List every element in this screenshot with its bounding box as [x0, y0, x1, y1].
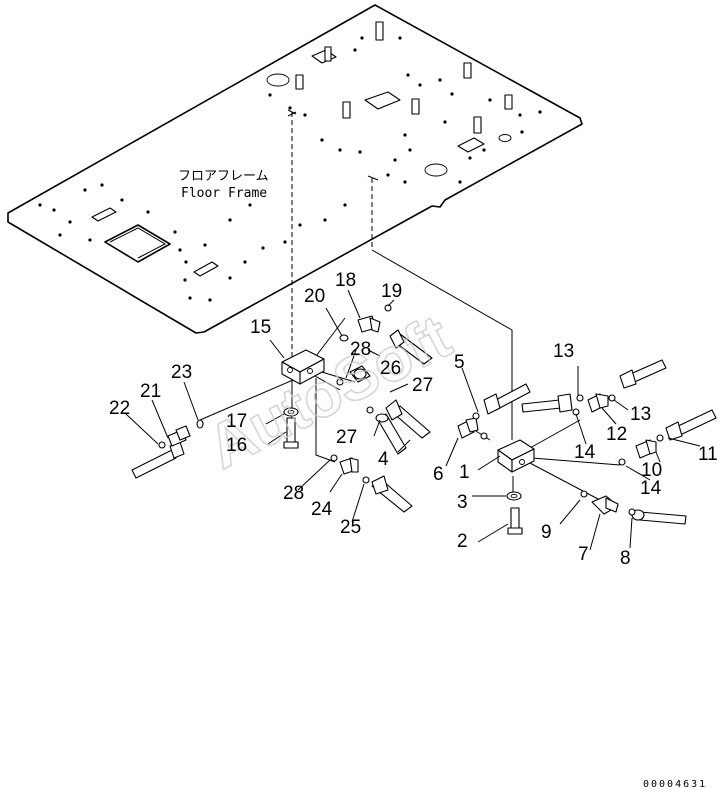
- adapter-12: [587, 393, 609, 413]
- callout-28-b: 28: [283, 483, 304, 504]
- mounting-dashed-lines: [287, 109, 379, 360]
- floor-frame-plate: フロアフレーム Floor Frame: [7, 4, 583, 334]
- callout-22: 22: [109, 398, 130, 419]
- callout-26: 26: [380, 358, 401, 379]
- drawing-code: 00004631: [643, 779, 707, 789]
- callout-13-b: 13: [630, 404, 651, 425]
- callout-2: 2: [457, 531, 468, 552]
- hose-top-center: [389, 329, 433, 365]
- callout-11: 11: [698, 444, 718, 465]
- hose-27: [385, 399, 431, 439]
- callout-10: 10: [641, 460, 662, 481]
- callout-23: 23: [171, 362, 192, 383]
- callout-27-a: 27: [412, 375, 433, 396]
- adapter-26: [349, 365, 371, 383]
- elbow-18: [357, 315, 381, 333]
- bolt-16: [283, 417, 299, 449]
- callout-3: 3: [457, 492, 468, 513]
- frame-label-jp: フロアフレーム: [178, 169, 269, 184]
- callout-13-a: 13: [553, 341, 574, 362]
- leader-lines: [125, 289, 701, 551]
- frame-posts: [295, 21, 513, 134]
- callout-25: 25: [340, 517, 361, 538]
- callout-27-b: 27: [336, 427, 357, 448]
- adapter-24: [339, 457, 359, 475]
- callout-16: 16: [226, 435, 247, 456]
- callout-numbers: 1 2 3 4 5 6 7 8 9 10 11 12 13 13 14 14 1…: [109, 270, 718, 569]
- callout-24: 24: [311, 499, 333, 520]
- hose-25: [371, 475, 413, 513]
- adapter-10: [635, 439, 657, 459]
- callout-8: 8: [620, 548, 631, 569]
- callout-20: 20: [304, 286, 325, 307]
- callout-14-b: 14: [640, 478, 662, 499]
- adapter-6: [457, 417, 479, 439]
- callout-12: 12: [606, 424, 627, 445]
- frame-bolt-holes: [38, 36, 542, 302]
- callout-6: 6: [433, 464, 444, 485]
- o-rings: [158, 304, 664, 516]
- washer-17: [283, 407, 299, 417]
- callout-14-a: 14: [574, 442, 596, 463]
- hose-8: [631, 509, 687, 525]
- washer-3: [506, 491, 522, 501]
- callout-19: 19: [381, 281, 402, 302]
- hose-22: [131, 441, 185, 479]
- connection-lines: [199, 249, 621, 501]
- callout-5: 5: [454, 352, 465, 373]
- adapter-21: [167, 425, 191, 447]
- callout-28-a: 28: [350, 339, 371, 360]
- callout-7: 7: [578, 544, 589, 565]
- callout-9: 9: [541, 522, 552, 543]
- callout-21: 21: [140, 381, 161, 402]
- callout-18: 18: [335, 270, 356, 291]
- hose-11: [665, 409, 717, 441]
- manifold-block-1: [497, 439, 535, 473]
- callout-15: 15: [250, 317, 271, 338]
- hose-4: [375, 413, 407, 455]
- callout-4: 4: [378, 449, 389, 470]
- hose-13-left: [521, 393, 573, 413]
- frame-label-en: Floor Frame: [181, 186, 267, 201]
- hose-5: [483, 383, 531, 415]
- callout-17: 17: [226, 411, 247, 432]
- hose-13-right: [619, 359, 667, 389]
- elbow-7: [591, 495, 619, 515]
- callout-1: 1: [459, 462, 470, 483]
- manifold-block-15: [281, 349, 325, 385]
- bolt-2: [507, 507, 523, 535]
